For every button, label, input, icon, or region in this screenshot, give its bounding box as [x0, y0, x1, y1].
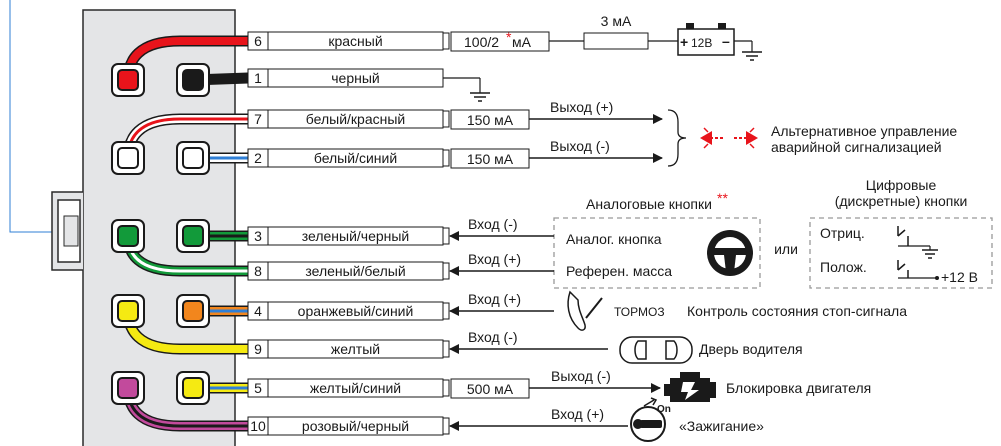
engine-caption: Блокировка двигателя	[726, 380, 871, 396]
ignition-circuit: Вход (+) On «Зажигание»	[442, 397, 764, 442]
socket-core-4	[182, 300, 204, 322]
pin-number-7: 7	[254, 111, 262, 127]
hazard-outputs: 150 мА Выход (+) 150 мА Выход (-) Альтер…	[442, 99, 957, 169]
ignition-on-label: On	[657, 404, 671, 415]
socket-core-2	[182, 147, 204, 169]
socket-core-3	[182, 225, 204, 247]
digital-buttons-box	[809, 217, 993, 289]
signal-orange-blue: Вход (+)	[468, 291, 521, 307]
wire-label-1: черный	[331, 70, 379, 86]
pin-number-2: 2	[254, 150, 262, 166]
signal-green-black: Вход (-)	[468, 216, 518, 232]
socket-core-10	[117, 377, 139, 399]
switch-pos-icon	[897, 260, 939, 280]
brake-pedal-icon	[567, 290, 603, 331]
current-value-white-red: 150 мА	[467, 112, 514, 128]
wire-label-10: розовый/черный	[302, 418, 409, 434]
socket-core-1	[182, 69, 204, 91]
digital-pos-voltage: +12 В	[941, 269, 978, 285]
digital-buttons-title1: Цифровые	[866, 177, 937, 193]
switch-neg-icon	[897, 226, 938, 259]
battery-icon: + 12В –	[677, 23, 735, 56]
pin-number-6: 6	[254, 33, 262, 49]
or-label: или	[774, 241, 798, 257]
current-value-yellow-blue: 500 мА	[467, 381, 514, 397]
analog-buttons-stars: **	[717, 190, 728, 206]
pin-number-9: 9	[254, 341, 262, 357]
digital-neg-label: Отриц.	[820, 225, 865, 241]
ignition-caption: «Зажигание»	[679, 418, 764, 434]
pin-number-10: 10	[250, 418, 266, 434]
signal-white-red: Выход (+)	[550, 99, 613, 115]
socket-core-5	[182, 377, 204, 399]
pin-number-4: 4	[254, 303, 262, 319]
left-connection-line	[9, 0, 52, 233]
wire-label-5: желтый/синий	[310, 380, 401, 396]
brake-word: ТОРМОЗ	[614, 305, 665, 319]
digital-pos-label: Полож.	[820, 259, 867, 275]
socket-core-6	[117, 69, 139, 91]
ground-circuit	[443, 77, 490, 102]
signal-yellow: Вход (-)	[468, 329, 518, 345]
analog-buttons-box	[553, 217, 761, 289]
fuse-label: 3 мА	[601, 13, 632, 29]
ignition-key-icon	[630, 397, 666, 442]
door-circuit: Вход (-) Дверь водителя	[442, 329, 803, 364]
battery-plus: +	[680, 34, 688, 50]
current-value-red: 100/2	[464, 34, 499, 50]
wire-label-7: белый/красный	[306, 111, 405, 127]
brake-circuit: Вход (+) ТОРМОЗ Контроль состояния стоп-…	[442, 290, 907, 331]
wire-label-2: белый/синий	[314, 150, 397, 166]
sockets-layer	[111, 63, 210, 405]
socket-core-7	[117, 147, 139, 169]
wire-label-9: желтый	[331, 341, 380, 357]
wire-label-8: зеленый/белый	[305, 263, 405, 279]
socket-core-8	[117, 225, 139, 247]
digital-buttons-title2: (дискретные) кнопки	[835, 193, 968, 209]
wire-label-6: красный	[328, 33, 382, 49]
current-star-red: *	[506, 29, 512, 45]
labels-layer: 6 красный 1 черный 7 белый/красный 2 белый/сини…	[247, 31, 444, 436]
socket-core-9	[117, 300, 139, 322]
battery-voltage: 12В	[691, 36, 712, 50]
fuse	[583, 32, 649, 50]
analog-ref-label: Референ. масса	[566, 263, 672, 279]
battery-minus: –	[722, 33, 730, 49]
wire-label-4: оранжевый/синий	[298, 303, 414, 319]
signal-pink-black: Вход (+)	[551, 406, 604, 422]
current-unit-red: мА	[512, 34, 532, 50]
hazard-caption-line2: аварийной сигнализацией	[771, 139, 942, 155]
signal-white-blue: Выход (-)	[550, 138, 610, 154]
brake-caption: Контроль состояния стоп-сигнала	[687, 303, 907, 319]
door-caption: Дверь водителя	[699, 341, 803, 357]
hazard-caption-line1: Альтернативное управление	[771, 123, 957, 139]
power-circuit: 100/2 * мА 3 мА + 12В –	[442, 13, 762, 61]
car-door-icon	[619, 336, 693, 364]
steering-wheel-icon	[707, 230, 753, 276]
engine-icon	[664, 372, 716, 402]
signal-green-white: Вход (+)	[468, 251, 521, 267]
wire-label-3: зеленый/черный	[302, 228, 410, 244]
signal-yellow-blue: Выход (-)	[551, 368, 611, 384]
hazard-arrows-icon	[700, 127, 758, 149]
pin-number-5: 5	[254, 380, 262, 396]
hazard-brace	[667, 109, 687, 167]
engine-block-circuit: 500 мА Выход (-) Блокировка двигателя	[442, 368, 871, 402]
pin-number-1: 1	[254, 70, 262, 86]
buttons-section: Аналоговые кнопки ** Аналог. кнопка Рефе…	[442, 177, 993, 289]
ground-symbol-battery	[742, 51, 762, 61]
analog-button-label: Аналог. кнопка	[566, 231, 662, 247]
pin-number-3: 3	[254, 228, 262, 244]
current-value-white-blue: 150 мА	[467, 151, 514, 167]
analog-buttons-title: Аналоговые кнопки	[586, 196, 712, 212]
ground-symbol	[470, 92, 490, 102]
pin-number-8: 8	[254, 263, 262, 279]
